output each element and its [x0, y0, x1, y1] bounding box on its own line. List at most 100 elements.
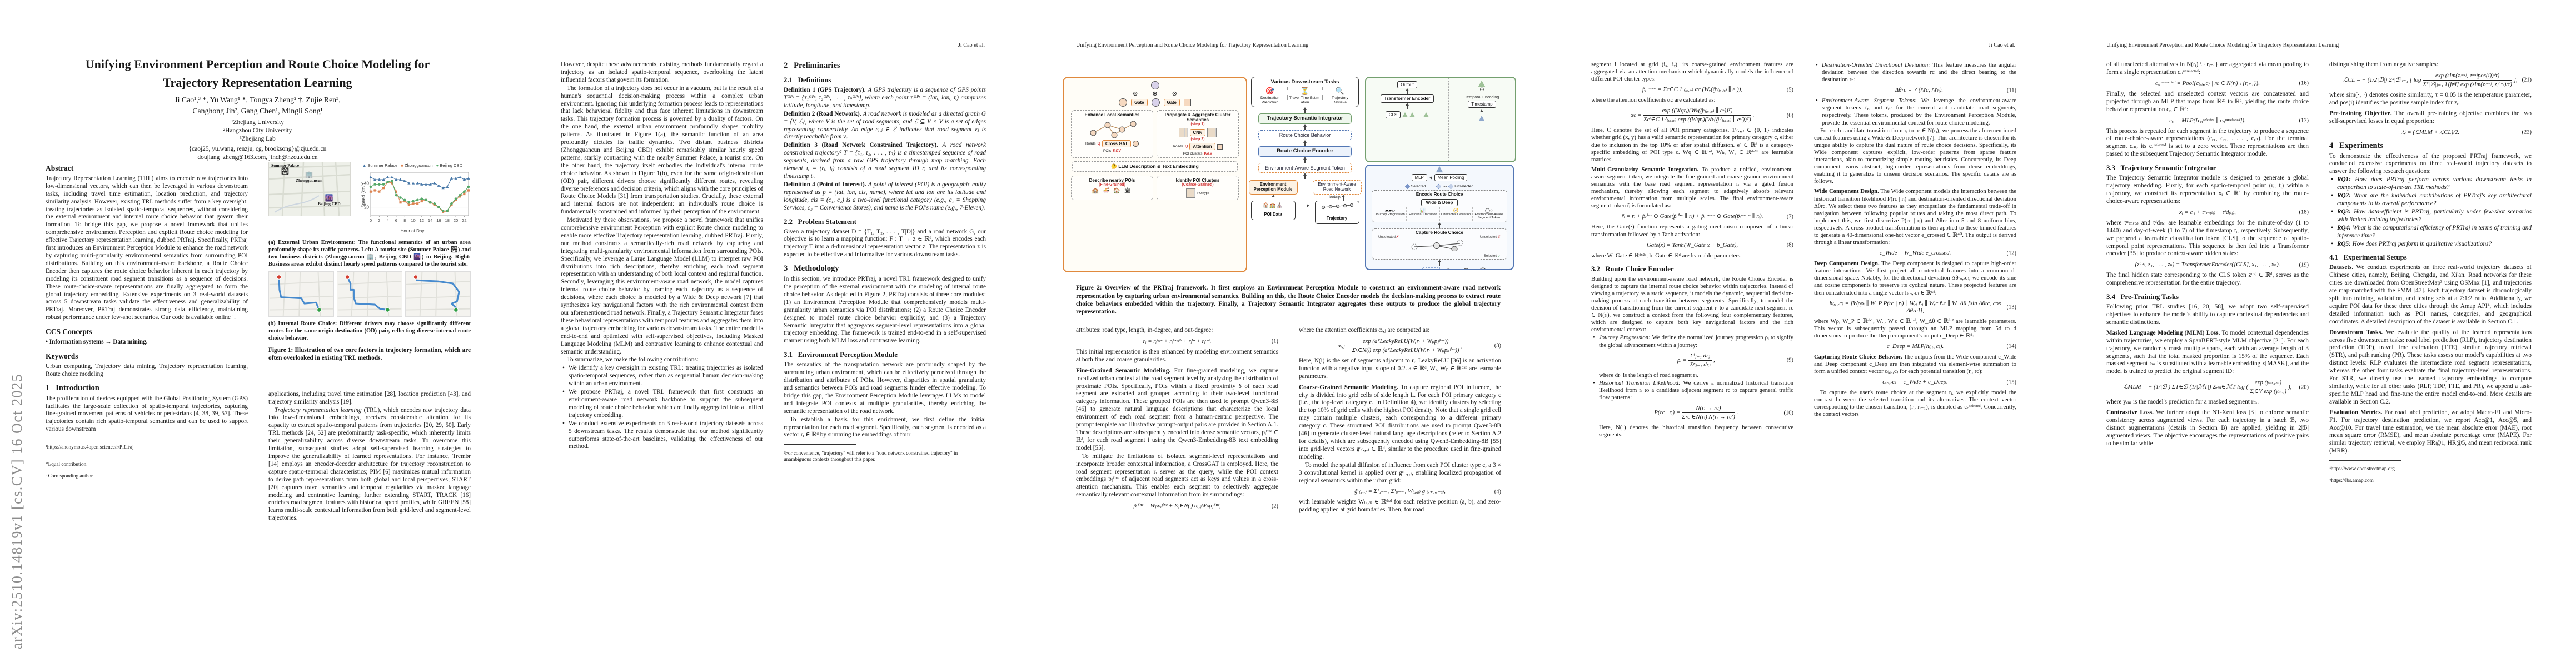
title-line-1: Unifying Environment Perception and Rout…	[85, 57, 430, 71]
keywords-heading: Keywords	[46, 351, 78, 360]
paragraph: However, despite these advancements, exi…	[561, 61, 763, 83]
equation-4: g̃ᶜ₍ₓ,ᵧ₎ = Σ¹ₐ₌₋₁ Σ¹ᵦ₌₋₁ W₍ₐ,ᵦ₎ gᶜ₍ₓ₊ₐ,ᵧ…	[1354, 488, 1501, 495]
legend-summer-palace: ▲Summer Palace	[362, 163, 398, 168]
paragraph: where W_Gate ∈ ℝᵈˣ²ᵈ, b_Gate ∈ ℝᵈ are le…	[1591, 252, 1742, 259]
key-value-label: K&V	[1113, 149, 1121, 153]
feature-journey-progression: ▰▰▱Journey Progression	[1375, 208, 1405, 216]
wide-deep-box: Wide & Deep	[1421, 199, 1458, 206]
step1-label: (step 1)	[1190, 122, 1205, 126]
svg-text:8: 8	[403, 218, 406, 223]
paragraph: where tᵐₘ₍ₜᵢ₎ and tᵈd₍ₜᵢ₎ are learnable …	[2106, 219, 2309, 257]
route-choice-detail-panel: MLP Mean Pooling Selected ⋯ Unselected E…	[1365, 165, 1514, 270]
email-line-1[interactable]: {caoj25, yu.wang, renzju, cg, brooksong}…	[188, 146, 327, 152]
page-2: Ji Cao et al. However, despite these adv…	[515, 0, 1030, 667]
section-heading-methodology: 3 Methodology	[784, 264, 839, 273]
evaluation-metrics-paragraph: Evaluation Metrics. For road label predi…	[2329, 409, 2532, 455]
poi-data-box: 🏠🏫⛪ POI Data	[1250, 200, 1296, 220]
arrow-up-icon	[1303, 124, 1307, 130]
rq4-bullet: RQ4: What is the computational efficienc…	[2329, 225, 2532, 240]
gate-box: Gate	[1131, 99, 1148, 106]
bar-chart-icon: 📊	[1420, 208, 1426, 213]
equation-2: p̃ᵢᶠⁱⁿᵉ = Wₚpᵢᶠⁱⁿᵉ + Σⱼ∈N(ᵢ) αᵢ,ⱼWₚpⱼᶠⁱⁿ…	[1133, 502, 1279, 510]
svg-text:12: 12	[420, 218, 424, 223]
footnote-corresponding-author: †Corresponding author.	[46, 473, 94, 479]
subsection-heading-pretraining: 3.4 Pre-Training Tasks	[2106, 293, 2179, 301]
datasets-paragraph: Datasets. We conduct experiments on thre…	[2329, 264, 2532, 325]
page-5: Unifying Environment Perception and Rout…	[2061, 0, 2576, 667]
paragraph: Building upon the environment-aware road…	[1591, 275, 1793, 334]
add-icon: ⊕	[1479, 87, 1484, 93]
route-choice-behavior-box: Route Choice Behavior	[1258, 130, 1352, 141]
fine-grained-paragraph: Fine-Grained Semantic Modeling. For fine…	[1076, 367, 1278, 451]
epm-paragraph-1: The semantics of the transportation netw…	[784, 361, 986, 415]
equation-19: (zᵗʳᵃʲ, z₁, . . . , zₙ) = TransformerEnc…	[2135, 261, 2309, 268]
equation-14: c_Deep = MLP(h₍ᵣᵢ,ᵣc₎).(14)	[1886, 342, 2016, 350]
token-triangle-icon	[1409, 112, 1416, 117]
running-header-title: Unifying Environment Perception and Rout…	[2106, 42, 2339, 48]
running-header-authors: Ji Cao et al.	[958, 42, 985, 48]
footnote-1[interactable]: ¹https://anonymous.4open.science/r/PRTra…	[46, 444, 134, 450]
elementwise-add-icon: ⊕	[1152, 91, 1158, 97]
svg-text:2: 2	[378, 218, 380, 223]
cnn-box: CNN	[1189, 129, 1206, 136]
paragraph: This initial representation is then enha…	[1076, 348, 1278, 363]
encode-route-choice-box: Encode Route Choice Wide & Deep ▰▰▱Journ…	[1372, 190, 1507, 222]
svg-text:4: 4	[386, 218, 388, 223]
token-triangle-icon	[1436, 166, 1443, 173]
paragraph: To demonstrate the effectiveness of the …	[2329, 152, 2532, 175]
unselected-diamond-icon	[1448, 183, 1454, 190]
paragraph: segment i located at grid (iₓ, iᵧ), its …	[1591, 61, 1793, 83]
rq2-bullet: RQ2: What are the individual contributio…	[2329, 192, 2532, 208]
step2-label: (step 2)	[1190, 137, 1205, 141]
svg-text:14: 14	[428, 218, 432, 223]
compass-icon: 🧭	[1453, 208, 1459, 213]
task-destination-prediction: 🎯Destination Prediction	[1253, 87, 1287, 104]
output-box: Output	[1397, 81, 1417, 88]
paragraph: This process is repeated for each segmen…	[2106, 127, 2309, 158]
query-label: Q	[1184, 145, 1188, 148]
rq5-bullet: RQ5: How does PRTraj perform in qualitat…	[2329, 241, 2532, 248]
footnote-3[interactable]: ³https://www.openstreetmap.org	[2329, 466, 2395, 472]
figure1a: Summer Palace 🏞 🏢 Zhongguancun 🌆 Beijing…	[268, 162, 471, 235]
transformer-encoder-box: Transformer Encoder	[1380, 94, 1434, 103]
unselected-annotation: Unselected✗	[1378, 235, 1399, 239]
equation-8: Gate(x) = Tanh(W_Gate x + b_Gate),(8)	[1646, 241, 1793, 248]
deep-component-paragraph: Deep Component Design. The Deep componen…	[1814, 260, 2016, 296]
arrow-up-icon	[1303, 157, 1307, 163]
environment-aware-segment-token-box: Environment-Aware Segment Token	[1258, 162, 1352, 173]
equation-16: cᵣᵢᵘⁿˢᵉˡᵉᶜᵗᵉᵈ = Pool{c₍ᵣᵢ,ᵣc₎ | rc ∈ N(r…	[2155, 79, 2309, 87]
page4-left-column: segment i located at grid (iₓ, iᵧ), its …	[1591, 61, 1793, 639]
subsection-heading-route-choice-encoder: 3.2 Route Choice Encoder	[1591, 265, 1674, 273]
page-4: Ji Cao et al. segment i located at grid …	[1546, 0, 2061, 667]
page-title: Unifying Environment Perception and Rout…	[31, 55, 485, 92]
affiliations: ¹Zhejiang University ²Hangzhou City Univ…	[31, 118, 485, 143]
paragraph: Motivated by these observations, we prop…	[561, 217, 763, 355]
page2-right-column: 2 Preliminaries 2.1 Definitions Definiti…	[784, 61, 986, 623]
subsection-heading-problem-statement: 2.2 Problem Statement	[784, 217, 856, 226]
equation-7: r̃ᵢ = rᵢ + p̃ᵢᶠⁱⁿᵉ ⊙ Gate(p̃ᵢᶠⁱⁿᵉ ∥ rᵢ) …	[1621, 213, 1793, 220]
x-mark-icon: ✗	[1497, 235, 1501, 239]
timestamp-box: Timestamp	[1468, 101, 1496, 108]
task-travel-time-estimation: ⏳Travel Time Estim­ation	[1287, 87, 1322, 105]
page2-left-column: However, despite these advancements, exi…	[561, 61, 763, 623]
cross-gat-box: Cross GAT	[1102, 140, 1132, 147]
arrow-up-icon	[1272, 195, 1275, 201]
paragraph: Here, C denotes the set of all POI prima…	[1591, 127, 1793, 163]
describe-nearby-pois-box: Describe nearby POIs (Fine-Grained) 🏫 🍜 …	[1071, 176, 1153, 200]
equation-20: ℒMLM = − (1/|ℬ|) ΣT∈ℬ (1/|ℳT|) Σᵣₘ∈ℳT lo…	[2123, 379, 2309, 395]
segment-chain-doodle	[1422, 267, 1486, 269]
arrow-left-icon	[1429, 172, 1432, 182]
svg-text:6: 6	[395, 218, 397, 223]
paragraph: For each candidate transition from rᵢ to…	[1814, 127, 2016, 185]
equation-1: rᵢ = rᵢᵗʸᵖᵉ + rᵢˡᵉⁿᵍᵗʰ + rᵢⁱⁿ + rᵢᵒᵘᵗ.(1…	[1143, 337, 1278, 345]
downstream-tasks-paragraph: Downstream Tasks. We evaluate the qualit…	[2329, 328, 2532, 405]
page3-left-column: attributes: road type, length, in-degree…	[1076, 327, 1278, 621]
paragraph: with learnable weights W₍ₐ,ᵦ₎ ∈ ℝᵈˣᵈ for…	[1299, 499, 1501, 514]
authors: Ji Cao¹,³ *, Yu Wang¹ *, Tongya Zheng² †…	[31, 94, 485, 117]
coarse-grained-paragraph: Coarse-Grained Semantic Modeling. To cap…	[1299, 384, 1501, 460]
contrastive-paragraph: Contrastive Loss. We further adopt the N…	[2106, 409, 2309, 447]
email-line-2[interactable]: doujiang_zheng@163.com, jinch@hzcu.edu.c…	[197, 154, 318, 161]
